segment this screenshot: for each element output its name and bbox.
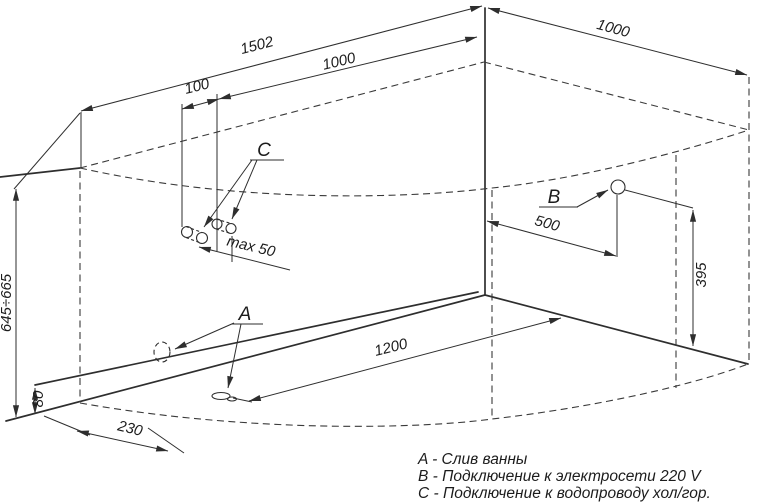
rim-back-right: [483, 61, 750, 131]
dim-line-max50: [198, 246, 291, 271]
leader-a-1: [174, 322, 235, 350]
room-structure: [0, 7, 749, 422]
tub-hidden-outline: [79, 61, 750, 427]
water-fitting-2: [211, 218, 237, 235]
dimension-lines: [12, 5, 748, 452]
dim-line-1000-right: [487, 7, 748, 76]
legend: A - Слив ванны B - Подключение к электро…: [417, 451, 711, 502]
label-c: C: [257, 140, 271, 161]
drain-fitting: [211, 391, 231, 401]
rim-back-left: [79, 61, 485, 169]
legend-line-c: C - Подключение к водопроводу хол/гор.: [418, 485, 711, 502]
dim-max50: max 50: [225, 233, 277, 261]
drain-outlet-circle: [153, 341, 171, 363]
tub-rim-left-edge: [0, 167, 81, 178]
dim-line-1502: [80, 5, 483, 112]
dim-80: 80: [30, 390, 47, 407]
dim-1200: 1200: [373, 335, 410, 360]
dim-395: 395: [693, 262, 710, 288]
floor-edge-left: [5, 294, 486, 422]
point-labels: C A B: [238, 140, 561, 325]
ext-b-to-395: [624, 189, 694, 209]
leader-b: [576, 189, 609, 208]
extension-lines: [13, 94, 694, 454]
dim-line-1000-left: [218, 36, 478, 100]
dim-645-665: 645÷665: [0, 273, 15, 332]
ext-230-right: [147, 427, 185, 454]
legend-line-b: B - Подключение к электросети 220 V: [418, 468, 702, 485]
dim-1000-left: 1000: [321, 49, 358, 73]
dim-1502: 1502: [239, 33, 276, 58]
dim-500: 500: [533, 212, 562, 235]
legend-line-a: A - Слив ванны: [417, 451, 528, 468]
label-b: B: [548, 187, 561, 208]
dim-230: 230: [115, 417, 145, 440]
floor-projection-curve: [79, 363, 749, 427]
dim-100: 100: [183, 75, 212, 98]
dimension-labels: 1502 1000 100 1000 max 50 500 1200 230 6…: [0, 16, 710, 440]
dim-line-230: [76, 430, 169, 452]
connection-symbols: [153, 179, 626, 402]
floor-edge-right: [484, 294, 749, 365]
dim-line-500: [486, 220, 617, 257]
ext-645-top: [13, 112, 81, 190]
leader-a-2: [227, 323, 242, 389]
drain-fitting-small: [226, 396, 238, 402]
electric-outlet-circle: [610, 179, 626, 195]
leader-lines: [174, 159, 609, 389]
tub-bottom-edge: [34, 291, 479, 386]
leader-c-2: [231, 159, 258, 220]
water-fitting-1: [180, 225, 209, 245]
dim-line-1200: [248, 317, 562, 402]
dim-line-100: [181, 98, 220, 110]
leader-c-1: [203, 159, 253, 228]
rim-front-curve: [79, 129, 750, 197]
label-a: A: [238, 304, 252, 325]
